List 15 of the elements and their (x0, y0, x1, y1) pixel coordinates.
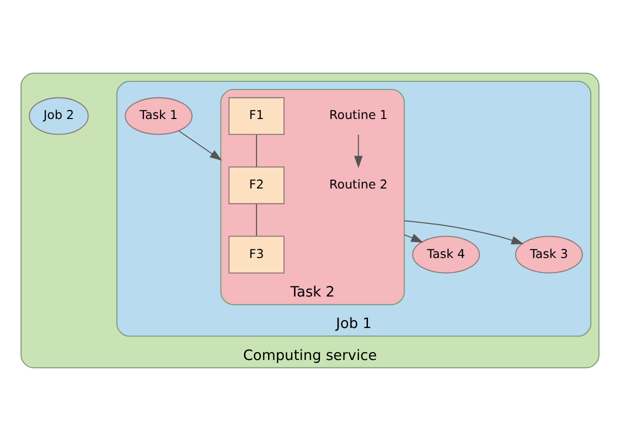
arrow (404, 234, 424, 243)
node-ellipse: Task 1 (124, 97, 193, 135)
node-box: F2 (228, 166, 285, 204)
node-ellipse: Job 2 (28, 97, 89, 135)
connector (256, 134, 257, 167)
arrow (354, 134, 363, 168)
node-box: F3 (228, 236, 285, 274)
node-text: Routine 2 (329, 178, 388, 192)
node-text: Routine 1 (329, 108, 388, 122)
node-ellipse: Task 4 (412, 236, 480, 274)
connector (256, 204, 257, 236)
node-ellipse: Task 3 (515, 236, 583, 274)
arrow (404, 220, 524, 244)
node-box: F1 (228, 97, 285, 135)
arrow (178, 130, 222, 161)
